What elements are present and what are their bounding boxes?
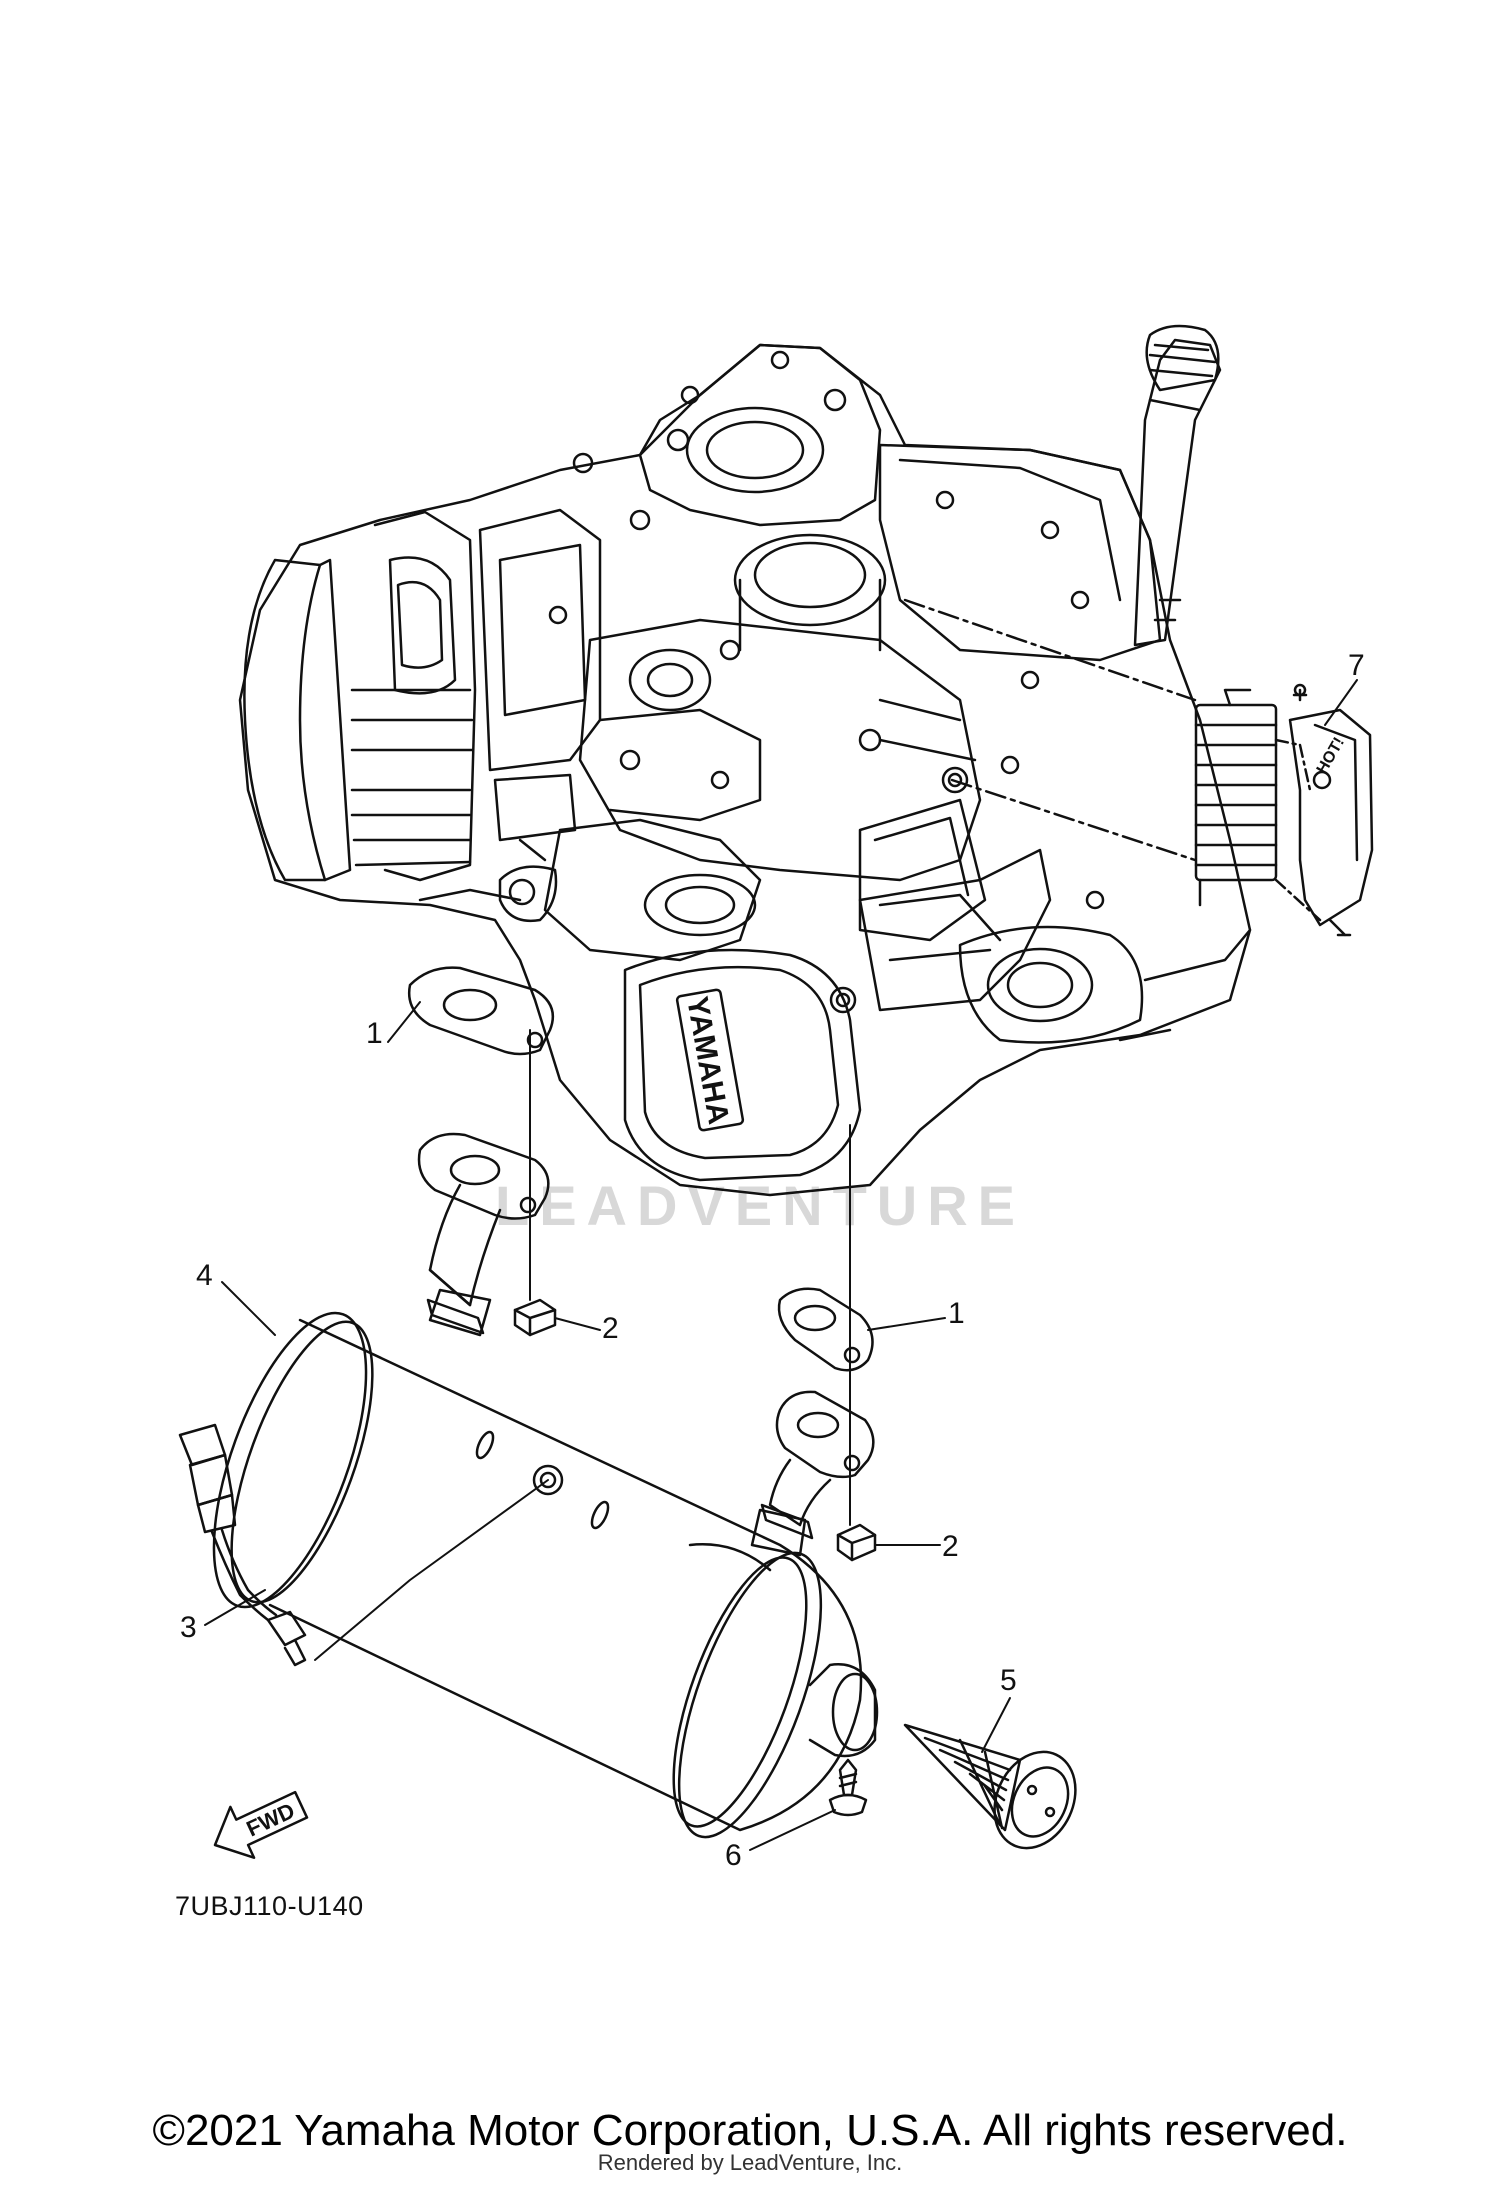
leader-6: [749, 1809, 836, 1851]
gasket-lower: [777, 1287, 874, 1372]
engine-assembly: YAMAHA: [238, 324, 1252, 1197]
leader-1-lower: [867, 1317, 946, 1331]
leader-4: [221, 1281, 276, 1336]
o2-sensor: [178, 1423, 307, 1667]
leader-cooler-bolt: [1274, 738, 1312, 792]
leader-7: [1324, 679, 1358, 726]
muffler: [212, 1132, 879, 1839]
callout-7: 7: [1348, 649, 1365, 682]
leader-1-upper: [387, 1001, 421, 1043]
diagram-code: 7UBJ110-U140: [175, 1891, 364, 1921]
assembly-line-sensor: [314, 1479, 549, 1661]
nut-upper: [513, 1298, 557, 1337]
leader-2-upper: [554, 1317, 601, 1331]
leader-engine-to-cooler-1: [903, 598, 1197, 702]
callout-1-lower: 1: [948, 1297, 965, 1330]
leader-3: [204, 1589, 266, 1626]
leader-engine-to-cooler-2: [950, 778, 1197, 862]
screw: [828, 1758, 868, 1817]
nut-lower: [836, 1523, 877, 1562]
callout-5: 5: [1000, 1664, 1017, 1697]
leader-5: [981, 1697, 1011, 1753]
spark-arrestor: [903, 1723, 1077, 1850]
copyright-notice: ©2021 Yamaha Motor Corporation, U.S.A. A…: [152, 2106, 1348, 2155]
heat-shield: HOT!: [1288, 683, 1374, 937]
callout-2-lower: 2: [942, 1530, 959, 1563]
callout-4: 4: [196, 1259, 213, 1292]
forward-arrow: FWD: [213, 1790, 309, 1859]
heat-shield-label: HOT!: [1314, 735, 1348, 777]
leader-cooler-to-shield: [1274, 878, 1322, 922]
callout-1-upper: 1: [366, 1017, 383, 1050]
callout-6: 6: [725, 1839, 742, 1872]
oil-cooler: [1194, 688, 1278, 907]
rendered-by-notice: Rendered by LeadVenture, Inc.: [597, 2150, 903, 2175]
watermark-text: LEADVENTURE: [495, 1174, 1025, 1237]
callout-2-upper: 2: [602, 1312, 619, 1345]
callout-3: 3: [180, 1611, 197, 1644]
gasket-upper: [407, 966, 555, 1056]
